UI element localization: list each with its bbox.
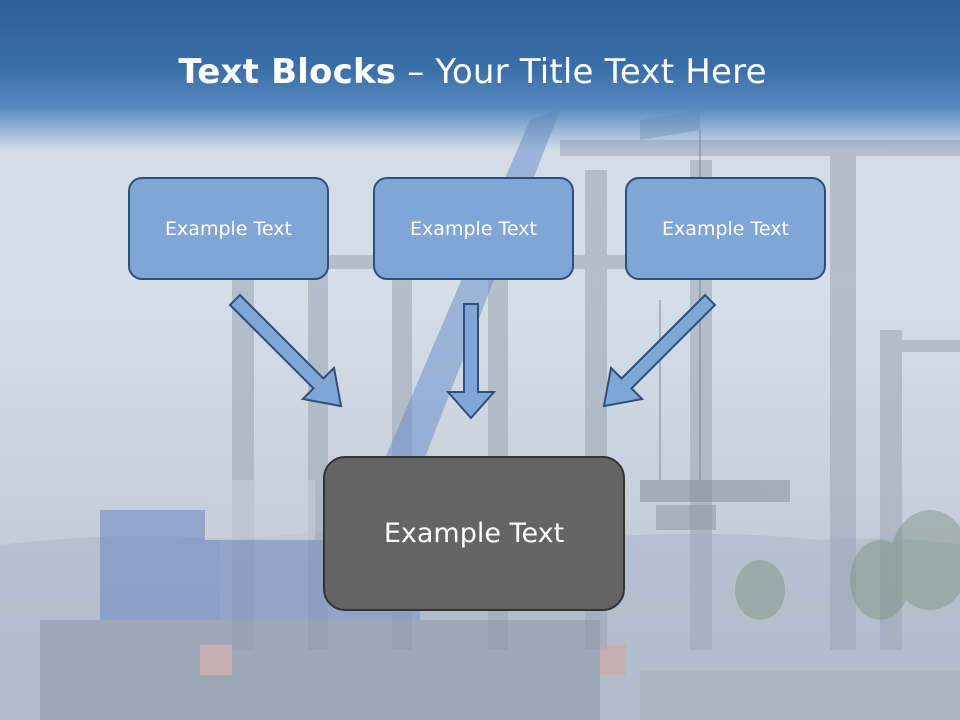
slide-title: Text Blocks – Your Title Text Here [0,52,945,92]
text-block-3[interactable]: Example Text [625,177,826,280]
arrow-down-left-icon [602,293,717,408]
title-bold-text: Text Blocks [178,52,397,92]
main-text-block[interactable]: Example Text [323,456,625,611]
text-block-2[interactable]: Example Text [373,177,574,280]
arrow-down-icon [445,303,497,420]
text-block-1[interactable]: Example Text [128,177,329,280]
title-rest-text: – Your Title Text Here [396,52,767,92]
header-band [0,0,960,150]
arrow-down-right-icon [228,293,343,408]
